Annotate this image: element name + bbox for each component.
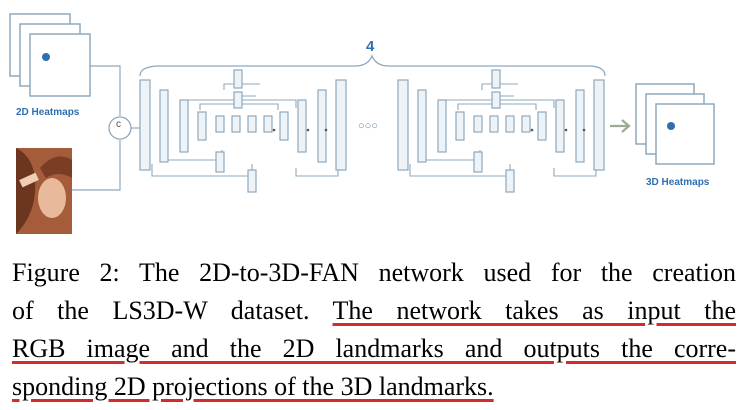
caption-line-2: of the LS3D-W dataset. The network takes… [12, 292, 736, 330]
conv-block [521, 115, 531, 133]
add-dot [306, 128, 310, 132]
conv-block [473, 151, 483, 173]
heatmap-landmark-dot [42, 53, 50, 61]
conv-block [417, 89, 427, 163]
conv-block [491, 91, 501, 109]
conv-block [593, 79, 605, 171]
input-heatmaps-stack [9, 13, 91, 97]
skip-connection [295, 164, 339, 177]
input-connectors [72, 65, 140, 191]
conv-block [455, 111, 465, 141]
conv-block [297, 99, 307, 153]
caption-plain-text: of the LS3D-W dataset. [12, 296, 310, 325]
conv-block [231, 115, 241, 133]
stack-count-label: 4 [366, 38, 375, 55]
add-dot [324, 128, 328, 132]
ellipsis-label: ○○○ [358, 120, 378, 132]
conv-block [215, 151, 225, 173]
conv-block [505, 169, 515, 193]
conv-block [247, 169, 257, 193]
conv-block [335, 79, 347, 171]
conv-block [437, 99, 447, 153]
add-dot [530, 128, 534, 132]
skip-connection [409, 164, 511, 177]
conv-block [139, 79, 151, 171]
stack-brace [139, 54, 606, 77]
conv-block [215, 115, 225, 133]
hourglass-module-2 [397, 69, 605, 193]
conv-block [179, 99, 189, 153]
conv-block [247, 115, 257, 133]
conv-block [555, 99, 565, 153]
caption-highlight-1: The network takes as input the [332, 296, 736, 325]
hourglass-module-1 [139, 69, 347, 193]
add-dot [564, 128, 568, 132]
conv-block [233, 91, 243, 109]
conv-block [575, 89, 585, 163]
output-heatmaps-stack [635, 83, 715, 165]
conv-block [159, 89, 169, 163]
conv-block [489, 115, 499, 133]
caption-highlight-2: RGB image and the 2D landmarks and outpu… [12, 334, 736, 363]
concat-symbol: c [116, 119, 121, 130]
output-landmark-dot [667, 122, 675, 130]
output-arrow [610, 119, 631, 133]
conv-block [505, 115, 515, 133]
conv-block [317, 89, 327, 163]
skip-connection [165, 150, 223, 161]
network-diagram [9, 13, 715, 234]
conv-block [473, 115, 483, 133]
conv-block [233, 69, 243, 89]
skip-connection [481, 83, 518, 90]
caption-line-4: sponding 2D projections of the 3D landma… [12, 368, 736, 406]
caption-line-1: Figure 2: The 2D-to-3D-FAN network used … [12, 258, 736, 287]
add-dot [582, 128, 586, 132]
output-heatmaps-label: 3D Heatmaps [646, 177, 710, 188]
concat-node [108, 116, 132, 140]
add-dot [272, 128, 276, 132]
conv-block [491, 69, 501, 89]
skip-connection [151, 164, 253, 177]
figure-caption: Figure 2: The 2D-to-3D-FAN network used … [12, 254, 736, 406]
caption-highlight-3: sponding 2D projections of the 3D landma… [12, 372, 494, 401]
caption-line-3: RGB image and the 2D landmarks and outpu… [12, 330, 736, 368]
conv-block [263, 115, 273, 133]
rgb-face-image [16, 148, 72, 234]
conv-block [279, 111, 289, 141]
conv-block [197, 111, 207, 141]
skip-connection [553, 164, 597, 177]
conv-block [537, 111, 547, 141]
skip-connection [223, 83, 260, 90]
input-heatmaps-label: 2D Heatmaps [16, 107, 80, 118]
skip-connection [423, 150, 481, 161]
conv-block [397, 79, 409, 171]
